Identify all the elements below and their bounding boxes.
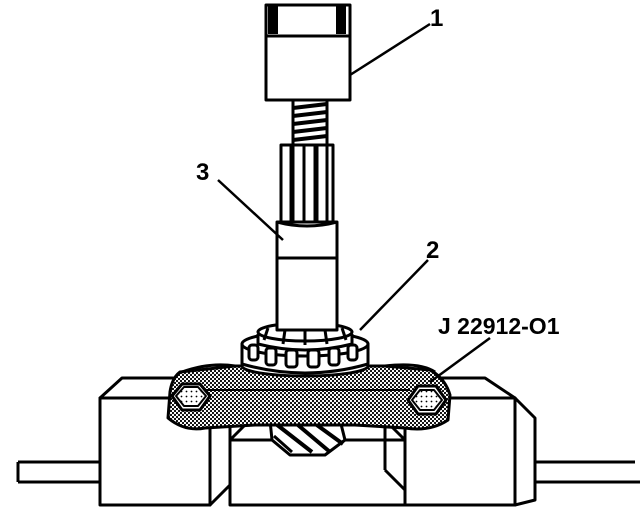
leader-lines — [217, 22, 491, 384]
adapter-shaft — [275, 143, 339, 332]
threaded-screw — [291, 98, 329, 147]
bearing-puller-bar — [166, 363, 452, 431]
leader-tool — [429, 336, 491, 384]
callout-3: 3 — [196, 159, 209, 186]
leader-3 — [217, 179, 284, 241]
callout-1: 1 — [430, 5, 443, 32]
callout-2: 2 — [426, 237, 439, 264]
press-ram — [264, 3, 352, 102]
press-plate — [228, 418, 407, 507]
leader-1 — [349, 22, 431, 77]
leader-2 — [359, 259, 429, 331]
tool-number-label: J 22912-O1 — [438, 313, 560, 339]
